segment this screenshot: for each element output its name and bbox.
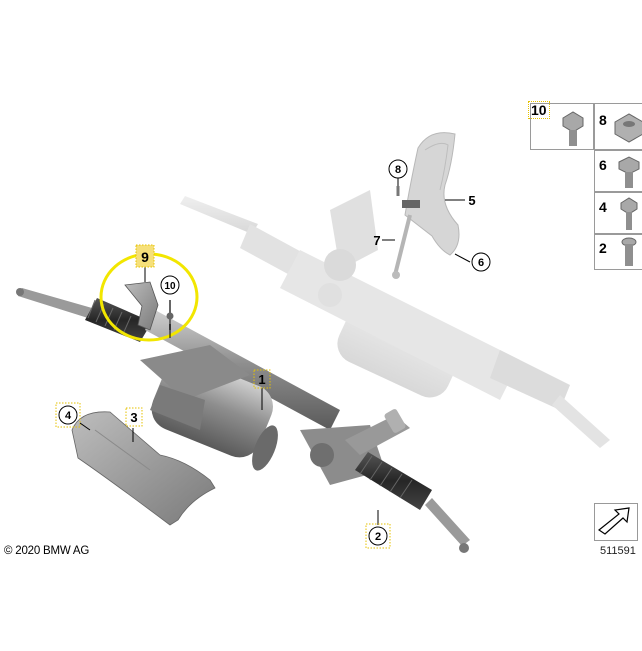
- callout-2[interactable]: 2: [365, 523, 391, 549]
- callout-8[interactable]: 8: [388, 159, 408, 179]
- svg-text:8: 8: [395, 164, 401, 176]
- legend-label-6: 6: [599, 157, 607, 173]
- legend-label-2: 2: [599, 240, 607, 256]
- legend-cell-10[interactable]: 10: [528, 101, 594, 150]
- svg-text:3: 3: [130, 410, 137, 425]
- legend-cell-6[interactable]: 6: [594, 150, 642, 192]
- svg-text:2: 2: [375, 531, 381, 543]
- svg-text:6: 6: [478, 257, 484, 269]
- callout-9[interactable]: 9: [135, 244, 155, 268]
- callout-6[interactable]: 6: [471, 252, 491, 272]
- heat-shield-lower: [71, 411, 216, 526]
- hex-bolt-icon: [618, 156, 640, 188]
- heat-shield-upper: [402, 132, 460, 256]
- legend-cell-2[interactable]: 2: [594, 234, 642, 270]
- callout-7[interactable]: 7: [373, 233, 380, 248]
- hex-bolt-small-icon: [620, 197, 638, 230]
- callout-10[interactable]: 10: [160, 275, 180, 295]
- svg-text:7: 7: [373, 233, 380, 248]
- leader-lines: [79, 178, 471, 525]
- svg-text:4: 4: [65, 410, 72, 422]
- legend-label-8: 8: [599, 112, 607, 128]
- ghost-strut: [392, 186, 412, 279]
- callout-3[interactable]: 3: [125, 407, 143, 427]
- hex-bolt-flange-icon: [562, 111, 584, 146]
- steering-rack-main: [16, 288, 470, 553]
- ghost-steering-rack: [180, 190, 610, 448]
- svg-text:5: 5: [468, 193, 475, 208]
- socket-bolt-icon: [621, 237, 637, 266]
- callouts: 1 2 3 4 5 6 7: [55, 159, 491, 549]
- hex-nut-icon: [614, 113, 642, 143]
- legend-label-10: 10: [528, 101, 550, 119]
- arrow-icon: [597, 507, 630, 535]
- callout-1[interactable]: 1: [253, 369, 271, 389]
- legend-cell-4[interactable]: 4: [594, 192, 642, 234]
- next-diagram-arrow-icon[interactable]: [594, 503, 638, 541]
- svg-text:1: 1: [258, 372, 265, 387]
- legend-label-4: 4: [599, 199, 607, 215]
- diagram-code: 511591: [600, 545, 636, 557]
- svg-text:10: 10: [164, 281, 176, 292]
- callout-5[interactable]: 5: [468, 193, 475, 208]
- legend-cell-8[interactable]: 8: [594, 103, 642, 150]
- svg-text:9: 9: [141, 249, 149, 265]
- copyright-text: © 2020 BMW AG: [4, 545, 90, 557]
- callout-4[interactable]: 4: [55, 402, 81, 428]
